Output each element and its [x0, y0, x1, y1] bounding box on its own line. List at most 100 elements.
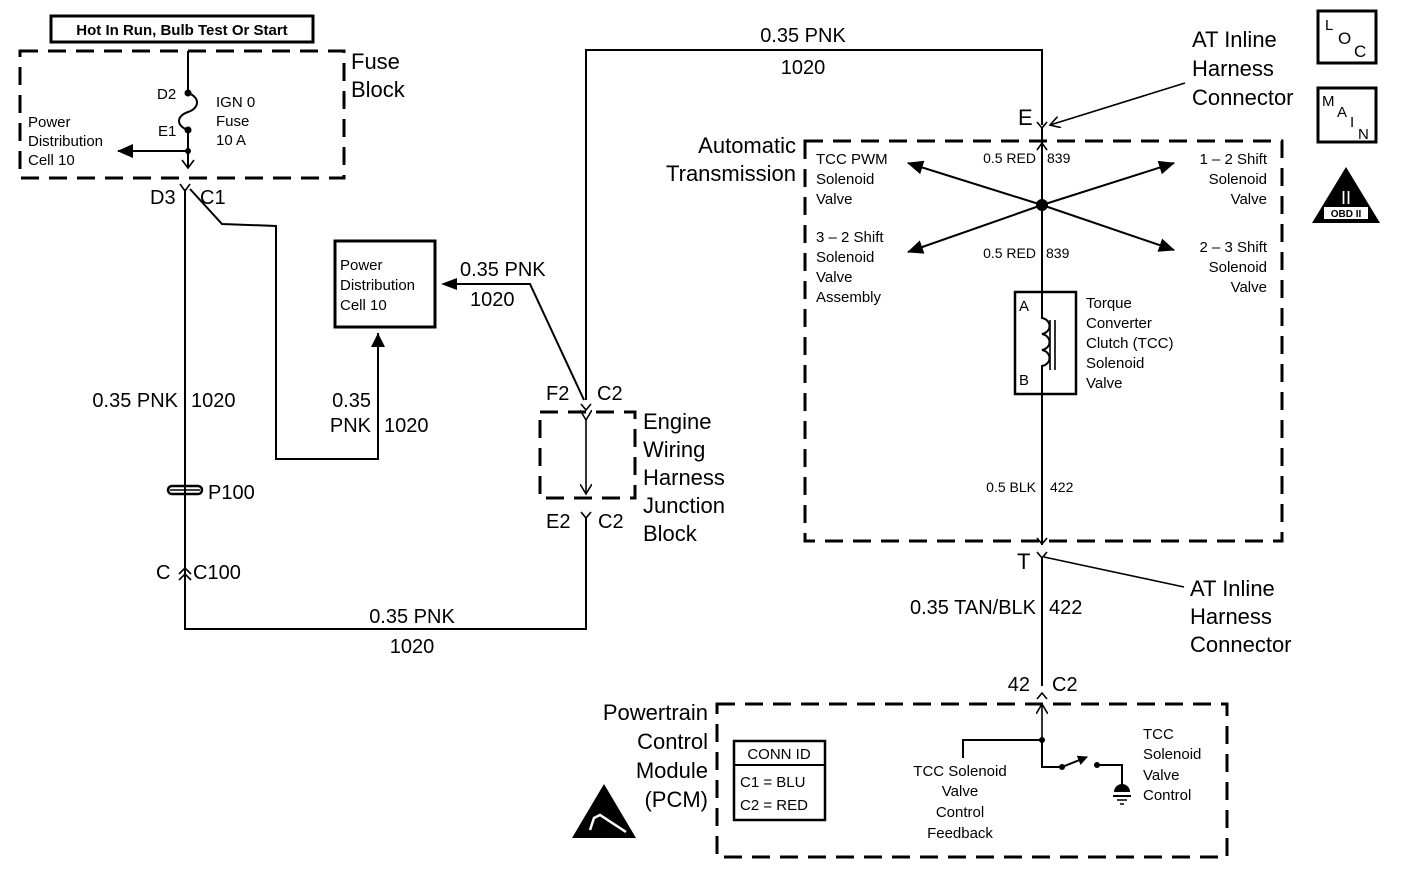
conn-id-row-2: C2 = RED: [740, 797, 808, 814]
conn-id-title: CONN ID: [747, 746, 811, 763]
pcm-outline: [715, 702, 1229, 859]
svg-text:L: L: [1325, 17, 1333, 34]
switch-icon: [1061, 755, 1088, 768]
control-label-3: Valve: [1143, 767, 1179, 784]
fuse-block-title-1: Fuse: [351, 49, 400, 74]
loc-icon: L O C: [1316, 9, 1378, 65]
tcc-pwm-label-1: TCC PWM: [816, 151, 888, 168]
c100-pin: C: [156, 562, 170, 584]
at-bottom-label-2: Harness: [1190, 604, 1272, 629]
wire-red-lower-circuit: 839: [1046, 245, 1070, 261]
jb-outline: [538, 410, 637, 500]
obd-ii-icon: II OBD II: [1312, 167, 1380, 223]
wire-tan-blk-circuit: 422: [1049, 597, 1082, 619]
svg-text:C: C: [1354, 42, 1366, 61]
wire-to-pd-cell-up: [189, 188, 379, 460]
conn-id-c1: C1: [200, 187, 226, 209]
pd-box-line-1: Power: [340, 257, 383, 274]
connector-c100: C C100: [156, 562, 241, 584]
wire-blk-label: 0.5 BLK: [986, 479, 1036, 495]
ground-icon: [1113, 784, 1131, 805]
at-top-pin: E: [1018, 105, 1033, 130]
jb-label-5: Block: [643, 521, 698, 546]
wire-pd-left-label: 0.35 PNK: [460, 259, 546, 281]
trans-outline: [803, 139, 1284, 543]
pd-box-line-3: Cell 10: [340, 297, 387, 314]
fb-pd-label-1: Power: [28, 114, 71, 131]
jb-label-4: Junction: [643, 493, 725, 518]
feedback-wire: [962, 739, 1042, 758]
wire-bottom-label: 0.35 PNK: [369, 606, 455, 628]
wire-pd-up-gauge: 0.35: [332, 390, 371, 412]
fuse-block: Fuse Block D2 E1 IGN 0 Fuse 10 A Power D…: [18, 49, 406, 180]
tcc-label-2: Converter: [1086, 315, 1152, 332]
tcc-solenoid: A B Torque Converter Clutch (TCC) Soleno…: [1013, 290, 1174, 396]
splice-icon: [166, 484, 204, 496]
svg-text:M: M: [1322, 93, 1335, 110]
fuse-name-1: IGN 0: [216, 94, 255, 111]
shift32-label-2: Solenoid: [816, 249, 874, 266]
jb-bottom-conn: C2: [598, 511, 624, 533]
c100-id: C100: [193, 562, 241, 584]
shift23-label-3: Valve: [1231, 279, 1267, 296]
shift12-label-2: Solenoid: [1209, 171, 1267, 188]
engine-wiring-junction-block: F2 C2 E2 C2 Engine Wiring Harness Juncti…: [538, 383, 725, 546]
automatic-transmission: Automatic Transmission 0.5 RED 839 0.5 R…: [666, 128, 1284, 546]
svg-text:A: A: [1337, 104, 1347, 121]
wire-bottom-circuit: 1020: [390, 636, 435, 658]
wire-tan-blk-label: 0.35 TAN/BLK: [910, 597, 1037, 619]
wire-pd-up-color: PNK: [330, 415, 372, 437]
jb-top-pin: F2: [546, 383, 569, 405]
wire-to-shift-32: [907, 204, 1043, 254]
splice-pack-p100: P100: [166, 482, 255, 504]
arrow-up-icon: [371, 333, 385, 347]
main-icon: M A I N: [1316, 86, 1378, 144]
wire-pd-left-circuit: 1020: [470, 289, 515, 311]
at-top-label-3: Connector: [1192, 85, 1294, 110]
connector-42-icon: [1036, 691, 1048, 700]
at-top-label-2: Harness: [1192, 56, 1274, 81]
control-label-2: Solenoid: [1143, 746, 1201, 763]
fuse-name-3: 10 A: [216, 132, 246, 149]
conn-pin-d3: D3: [150, 187, 176, 209]
control-label-4: Control: [1143, 787, 1191, 804]
wire-to-tcc-pwm: [907, 160, 1043, 206]
svg-text:II: II: [1341, 188, 1351, 208]
connector-f2-icon: [580, 403, 592, 412]
fuse-pin-e1: E1: [158, 123, 176, 140]
svg-text:I: I: [1350, 114, 1354, 131]
tcc-pin-b: B: [1019, 372, 1029, 389]
power-source-label: Hot In Run, Bulb Test Or Start: [49, 14, 315, 44]
power-label-box: [49, 14, 315, 44]
wire-top-circuit: 1020: [781, 57, 826, 79]
shift12-label-1: 1 – 2 Shift: [1199, 151, 1267, 168]
fb-pd-label-3: Cell 10: [28, 152, 75, 169]
trans-label-1: Automatic: [698, 133, 796, 158]
pd-cell-box: Power Distribution Cell 10: [333, 239, 437, 329]
pcm-label-2: Control: [637, 729, 708, 754]
wire-red-lower-label: 0.5 RED: [983, 245, 1036, 261]
pd-box-line-2: Distribution: [340, 277, 415, 294]
at-bottom-label-1: AT Inline: [1190, 576, 1275, 601]
feedback-label-2: Valve: [942, 783, 978, 800]
wire-pd-up-circuit: 1020: [384, 415, 429, 437]
svg-text:O: O: [1338, 29, 1351, 48]
connector-arrow-icon: [181, 159, 195, 170]
tcc-pin-a: A: [1019, 298, 1029, 315]
tcc-pwm-label-2: Solenoid: [816, 171, 874, 188]
shift23-label-1: 2 – 3 Shift: [1199, 239, 1267, 256]
jb-bottom-pin: E2: [546, 511, 570, 533]
trans-label-2: Transmission: [666, 161, 796, 186]
conn-id-row-1: C1 = BLU: [740, 774, 805, 791]
power-label-text: Hot In Run, Bulb Test Or Start: [76, 22, 287, 39]
tcc-label-5: Valve: [1086, 375, 1122, 392]
connector-e2-icon: [580, 511, 592, 520]
coil-icon: [1041, 292, 1051, 394]
at-bottom-label-3: Connector: [1190, 632, 1292, 657]
shift32-label-4: Assembly: [816, 289, 882, 306]
splice-id: P100: [208, 482, 255, 504]
control-label-1: TCC: [1143, 726, 1174, 743]
at-top-label-1: AT Inline: [1192, 27, 1277, 52]
wire-to-shift-23: [1041, 204, 1175, 252]
wire-left-circuit: 1020: [191, 390, 236, 412]
